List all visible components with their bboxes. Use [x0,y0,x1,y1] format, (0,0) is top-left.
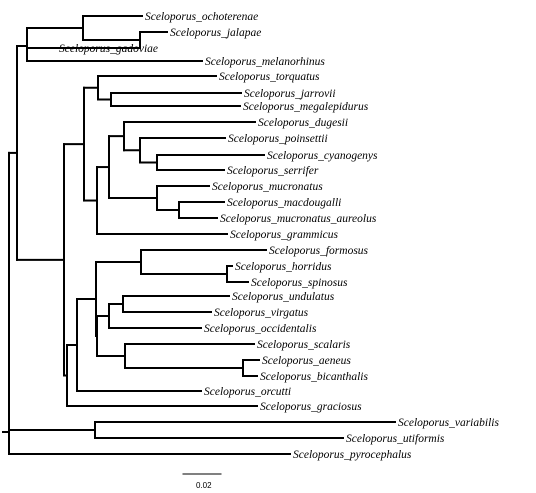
tip-label: Sceloporus_jarrovii [244,88,336,100]
tip-label: Sceloporus_virgatus [214,307,309,319]
tip-label: Sceloporus_scalaris [257,339,351,351]
tip-label: Sceloporus_utiformis [346,433,445,445]
tip-label: Sceloporus_ochoterenae [145,11,258,23]
tip-label: Sceloporus_torquatus [219,71,320,83]
tip-label: Sceloporus_undulatus [232,291,335,303]
tip-label: Sceloporus_graciosus [260,401,362,413]
tip-label: Sceloporus_spinosus [251,277,348,289]
tip-label: Sceloporus_cyanogenys [267,150,378,162]
tip-label: Sceloporus_melanorhinus [205,56,325,68]
scale-bar: 0.02 [182,473,222,490]
tip-label: Sceloporus_pyrocephalus [293,449,412,461]
tip-label: Sceloporus_variabilis [398,417,499,429]
scale-bar-label: 0.02 [196,481,212,490]
tip-label: Sceloporus_megalepidurus [243,101,369,113]
tip-label: Sceloporus_poinsettii [228,133,328,145]
tip-label: Sceloporus_occidentalis [204,323,317,335]
tip-label: Sceloporus_jalapae [170,27,261,39]
tip-label: Sceloporus_serrifer [227,165,319,177]
tip-labels: Sceloporus_ochoterenaeSceloporus_jalapae… [59,11,499,461]
tip-label: Sceloporus_aeneus [262,355,351,367]
tip-label: Sceloporus_formosus [269,245,369,257]
tip-label: Sceloporus_macdougalli [227,197,341,209]
tip-label: Sceloporus_gadoviae [59,43,158,55]
tip-label: Sceloporus_mucronatus_aureolus [220,213,377,225]
tree-branches [2,15,396,455]
tip-label: Sceloporus_orcutti [204,386,291,398]
tip-label: Sceloporus_bicanthalis [260,371,368,383]
tip-label: Sceloporus_grammicus [230,229,338,241]
tip-label: Sceloporus_horridus [235,261,332,273]
tip-label: Sceloporus_mucronatus [212,181,323,193]
tip-label: Sceloporus_dugesii [258,117,348,129]
